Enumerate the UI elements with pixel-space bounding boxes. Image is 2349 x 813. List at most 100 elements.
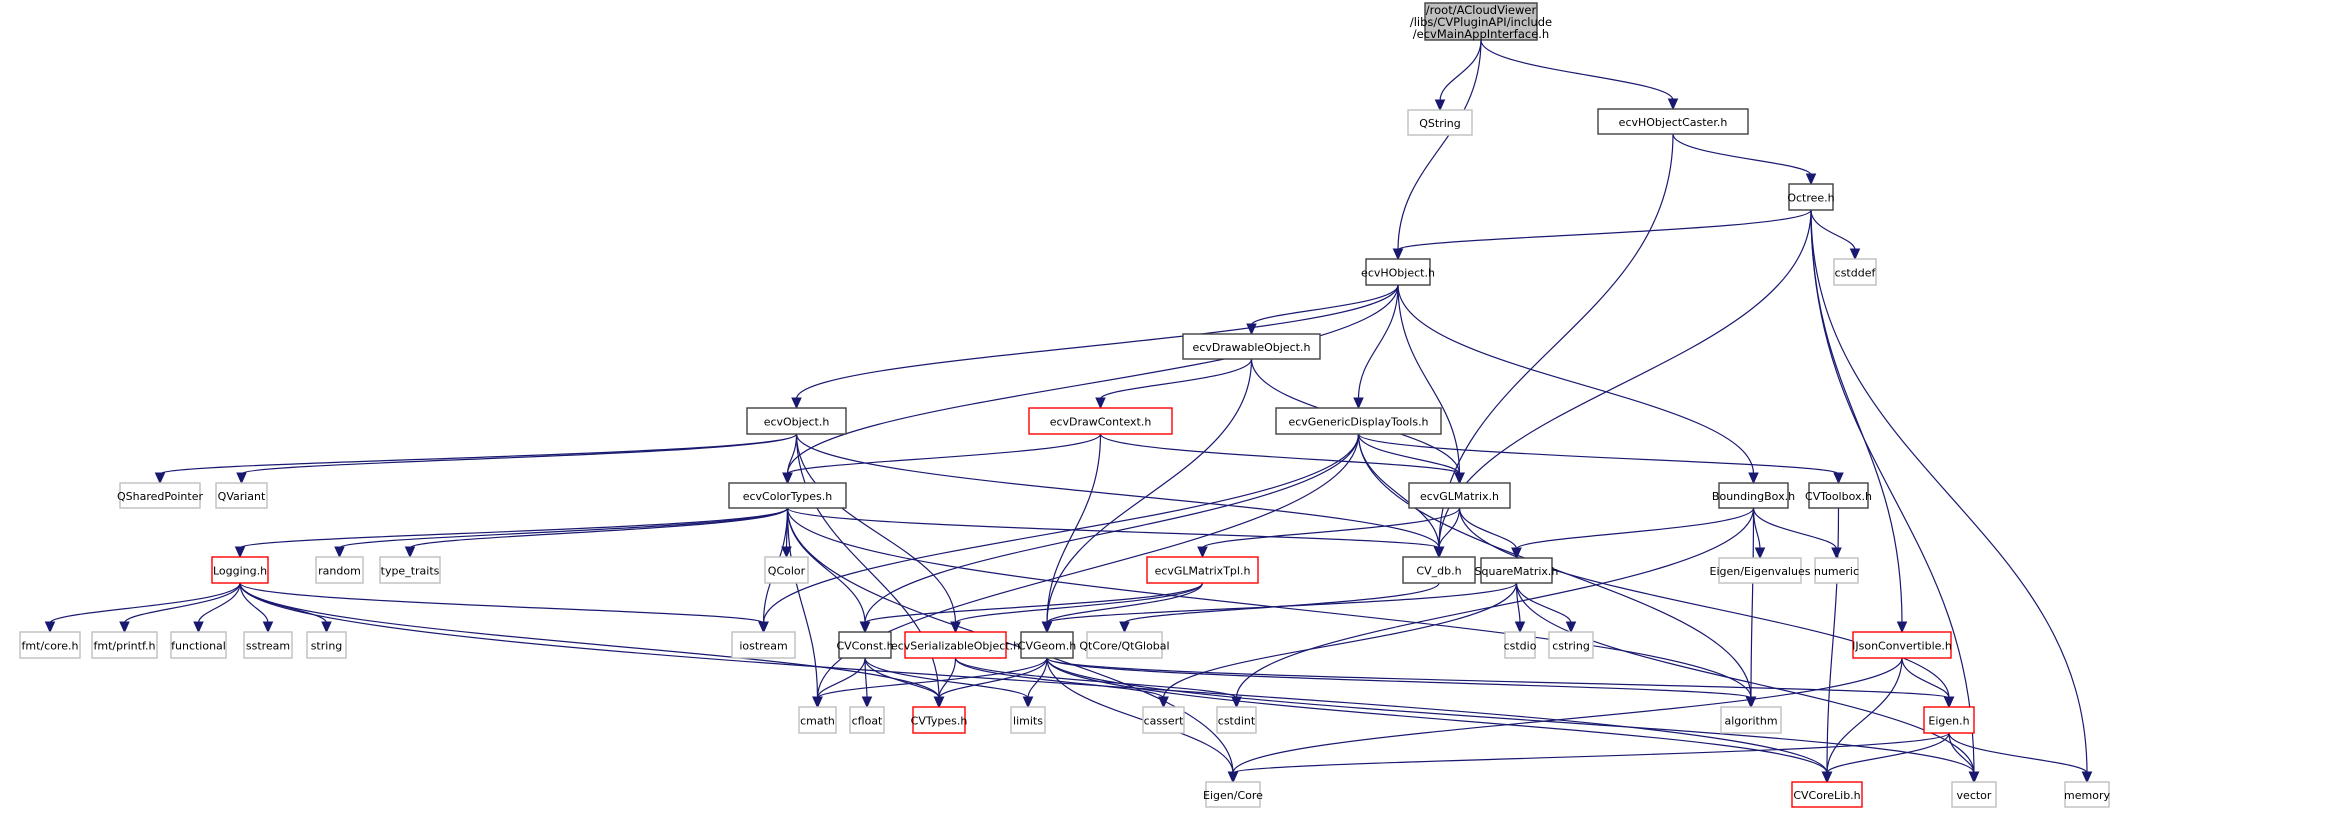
edge-ecv-glmatrix-tpl-to-cvconst	[864, 582, 1204, 624]
node-ecv-color-types[interactable]: ecvColorTypes.h	[728, 482, 847, 509]
arrowhead-fmtcore	[44, 621, 56, 634]
node-cvtypes[interactable]: CVTypes.h	[911, 706, 968, 734]
edge-octree-to-memory	[1810, 209, 2088, 774]
node-box	[1852, 631, 1952, 659]
edge-ecv-object-to-qvariant	[240, 433, 798, 475]
node-ecv-draw-context[interactable]: ecvDrawContext.h	[1028, 407, 1173, 435]
node-label: cstdint	[1218, 715, 1256, 728]
edge-ecv-generic-display-tools-to-ecv-glmatrix	[1357, 433, 1461, 475]
node-label: cstring	[1552, 640, 1590, 653]
edge-ecv-serializable-object-to-cstdint	[954, 657, 1238, 699]
node-box	[19, 631, 81, 659]
node-box	[1407, 109, 1473, 136]
node-label: fmt/core.h	[22, 640, 79, 653]
edge-ecv-drawable-object-to-ecv-draw-context	[1099, 358, 1253, 400]
node-box	[912, 706, 966, 734]
arrowhead-ecv-glmatrix	[1454, 472, 1465, 485]
arrowhead-ecv-object	[791, 397, 802, 410]
node-qt-global: QtCore/QtGlobal	[1079, 631, 1170, 659]
arrowhead-cv-db	[1433, 546, 1445, 559]
node-root: /root/ACloudViewer/libs/CVPluginAPI/incl…	[1410, 2, 1552, 41]
node-ecv-generic-display-tools[interactable]: ecvGenericDisplayTools.h	[1275, 407, 1442, 435]
edge-octree-to-ecv-hobject	[1397, 209, 1812, 251]
edges-layer	[44, 39, 2093, 784]
edge-ecv-serializable-object-to-cvtypes	[938, 657, 957, 699]
node-label: QSharedPointer	[117, 490, 203, 503]
edge-ecv-draw-context-to-ecv-glmatrix	[1099, 433, 1461, 475]
node-square-matrix[interactable]: SquareMatrix.h	[1475, 557, 1559, 584]
node-label: type_traits	[381, 565, 440, 578]
node-ecv-object[interactable]: ecvObject.h	[746, 407, 847, 435]
node-ecv-serializable-object[interactable]: ecvSerializableObject.h	[891, 631, 1020, 659]
node-ecv-drawable-object[interactable]: ecvDrawableObject.h	[1182, 333, 1321, 360]
arrowhead-ecv-glmatrix-tpl	[1197, 546, 1208, 559]
arrowhead-cstdio	[1514, 621, 1526, 634]
node-box	[379, 556, 441, 584]
node-label: /root/ACloudViewer	[1426, 3, 1537, 17]
node-box	[1182, 333, 1321, 360]
edge-ecv-color-types-to-logging	[239, 507, 789, 549]
arrowhead-sstream	[262, 621, 274, 634]
node-label: cfloat	[852, 715, 883, 728]
edge-square-matrix-to-cassert	[1162, 582, 1518, 699]
node-box	[1424, 2, 1538, 41]
node-label: BoundingBox.h	[1712, 490, 1795, 503]
arrowhead-cvgeom	[1041, 621, 1053, 634]
edge-ecv-draw-context-to-cvgeom	[1046, 433, 1102, 624]
node-eigen[interactable]: Eigen.h	[1923, 706, 1975, 734]
node-box	[1791, 781, 1863, 808]
node-cvgeom[interactable]: CVGeom.h	[1018, 631, 1076, 659]
node-bounding-box[interactable]: BoundingBox.h	[1712, 482, 1795, 509]
arrowhead-random	[334, 546, 345, 559]
node-label: string	[311, 640, 343, 653]
node-ecv-glmatrix[interactable]: ecvGLMatrix.h	[1408, 482, 1511, 509]
arrowhead-bounding-box	[1748, 472, 1759, 485]
edge-ecv-generic-display-tools-to-iostream	[762, 433, 1360, 624]
node-cv-db[interactable]: CV_db.h	[1402, 556, 1476, 584]
node-ecv-hobject-caster[interactable]: ecvHObjectCaster.h	[1597, 108, 1749, 135]
arrowhead-cvconst	[859, 621, 871, 634]
edge-bounding-box-to-algorithm	[1750, 507, 1755, 699]
node-qstring: QString	[1407, 109, 1473, 136]
node-limits: limits	[1010, 706, 1046, 734]
node-box	[1205, 781, 1261, 808]
node-label: ecvSerializableObject.h	[891, 640, 1020, 653]
edge-ecv-glmatrix-to-cv-db	[1438, 507, 1461, 549]
node-label: ecvHObjectCaster.h	[1619, 116, 1728, 129]
node-ecv-hobject[interactable]: ecvHObject.h	[1361, 258, 1435, 286]
edge-cv-db-to-qt-global	[1123, 582, 1440, 624]
node-box	[1010, 706, 1046, 734]
node-ecv-glmatrix-tpl[interactable]: ecvGLMatrixTpl.h	[1146, 556, 1259, 584]
node-cvtoolbox[interactable]: CVToolbox.h	[1805, 482, 1872, 509]
arrowhead-ijson-convertible	[1896, 621, 1908, 634]
arrowhead-type-traits	[404, 546, 416, 559]
node-box	[731, 631, 796, 659]
arrowhead-functional	[193, 621, 204, 634]
node-label: iostream	[739, 640, 787, 653]
arrowhead-vector	[1968, 771, 1980, 784]
node-label: QColor	[768, 565, 806, 578]
arrowhead-qvariant	[236, 472, 247, 485]
node-box	[1504, 631, 1536, 659]
edge-ecv-glmatrix-tpl-to-cvgeom	[1046, 582, 1204, 624]
arrowhead-cmath	[812, 696, 823, 709]
edge-ecv-generic-display-tools-to-cvconst	[864, 433, 1360, 624]
node-octree[interactable]: Octree.h	[1787, 183, 1835, 211]
node-label: ecvColorTypes.h	[743, 490, 833, 503]
edge-bounding-box-to-numeric	[1752, 507, 1838, 550]
node-cvconst[interactable]: CVConst.h	[836, 631, 894, 659]
node-label: Octree.h	[1787, 192, 1834, 205]
node-cvcore-lib[interactable]: CVCoreLib.h	[1791, 781, 1863, 808]
edge-cvgeom-to-cvcore-lib	[1046, 657, 1828, 774]
node-label: ecvHObject.h	[1361, 267, 1435, 280]
node-box	[1718, 482, 1789, 509]
edge-cvconst-to-cmath	[816, 657, 866, 699]
node-logging[interactable]: Logging.h	[211, 556, 269, 584]
node-random: random	[315, 556, 364, 584]
edge-ecv-generic-display-tools-to-cvtoolbox	[1357, 433, 1840, 475]
node-label: sstream	[246, 640, 290, 653]
node-label: SquareMatrix.h	[1475, 565, 1559, 578]
node-ijson-convertible[interactable]: IJsonConvertible.h	[1852, 631, 1952, 659]
edge-logging-to-iostream	[239, 582, 765, 624]
edge-root-to-qstring	[1439, 39, 1482, 102]
